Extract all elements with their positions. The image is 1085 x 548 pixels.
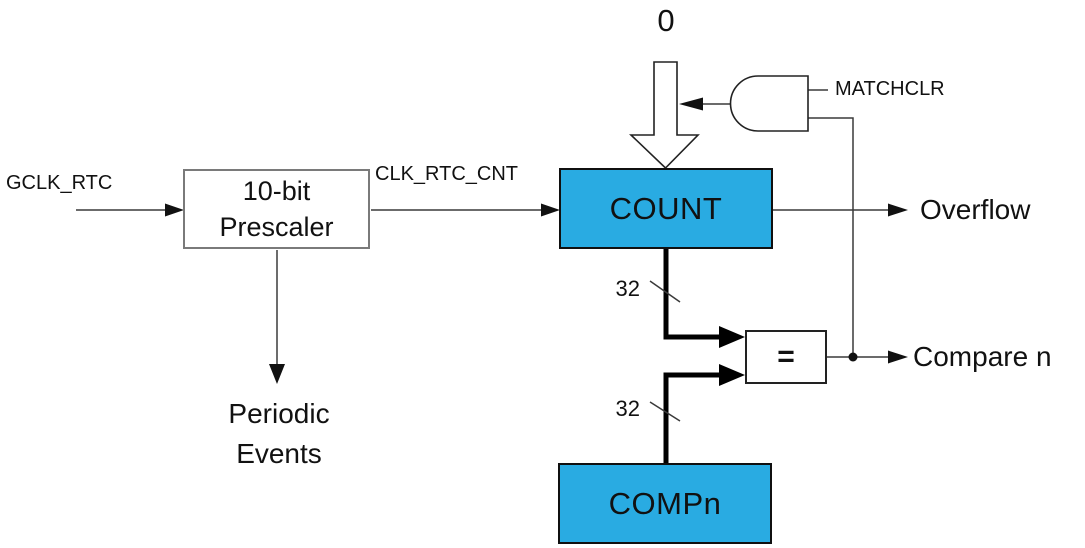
clk-arrowhead-icon [541, 203, 560, 217]
count-bus-arrowhead-icon [719, 326, 745, 348]
gclk-arrowhead-icon [165, 203, 184, 217]
prescaler-block: 10-bit Prescaler [183, 169, 370, 249]
bus-width-slash-top [649, 280, 681, 303]
compn-register-label: COMPn [608, 485, 722, 521]
compare-n-label: Compare n [913, 341, 1052, 372]
prescaler-label-line1: 10-bit [242, 176, 311, 206]
periodic-events-line2: Events [236, 438, 322, 469]
periodic-events-line1: Periodic [228, 398, 330, 429]
matchclr-label: MATCHCLR [835, 78, 945, 100]
periodic-events-label: Periodic Events [199, 394, 359, 474]
compare-junction-dot [848, 352, 858, 362]
andgate-output-arrowhead-icon [679, 97, 703, 111]
periodic-arrowhead-icon [269, 364, 285, 384]
count-to-comparator-bus [663, 249, 719, 340]
compare-arrowhead-icon [888, 350, 908, 364]
count-register-block: COUNT [559, 168, 773, 249]
bus-width-bottom-label: 32 [615, 396, 640, 421]
compn-to-comparator-bus [663, 372, 719, 463]
compn-bus-arrowhead-icon [719, 364, 745, 386]
bus-width-top-label: 32 [615, 276, 640, 301]
count-register-label: COUNT [609, 190, 723, 226]
zero-constant-label: 0 [657, 3, 675, 38]
zero-reset-arrow [629, 61, 700, 170]
gclk-rtc-label: GCLK_RTC [6, 172, 113, 194]
and-gate-icon [729, 75, 809, 132]
equality-comparator-label: = [777, 340, 795, 373]
bus-width-slash-bottom [649, 401, 681, 422]
equality-comparator-block: = [745, 330, 827, 384]
prescaler-label-line2: Prescaler [219, 212, 334, 242]
clk-rtc-cnt-label: CLK_RTC_CNT [375, 163, 518, 185]
compare-to-andgate-feedback-line [808, 117, 854, 357]
overflow-arrowhead-icon [888, 203, 908, 217]
overflow-label: Overflow [920, 194, 1031, 225]
compn-register-block: COMPn [558, 463, 772, 544]
